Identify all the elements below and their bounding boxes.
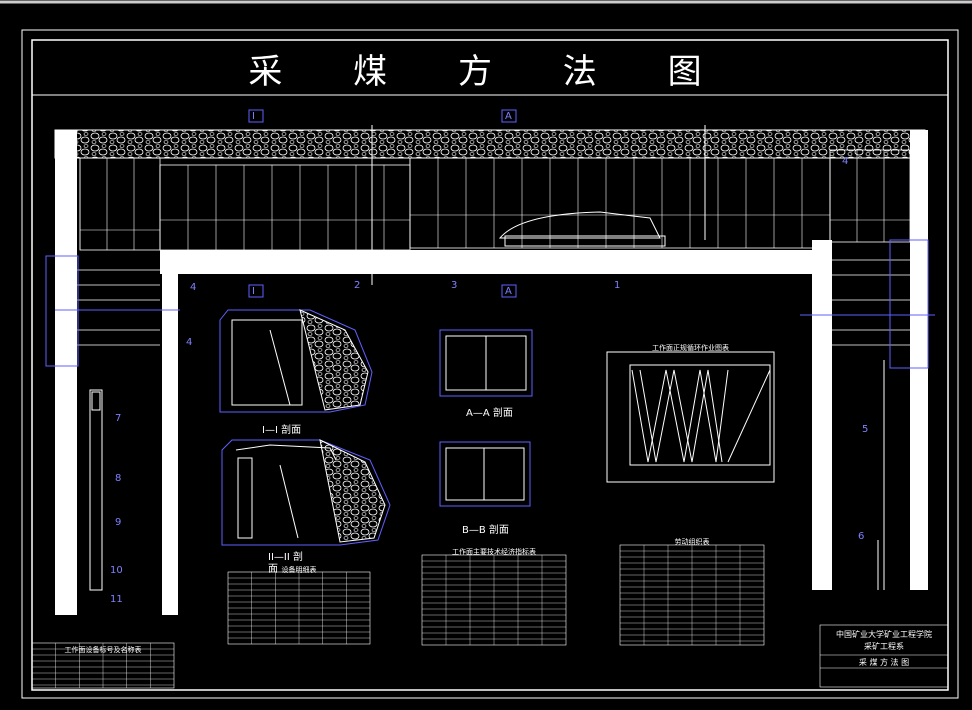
left-roadway-wall [55, 130, 77, 615]
callout-11: 11 [110, 594, 123, 605]
section-1-label: I—I 剖面 [262, 425, 302, 436]
support-grid [79, 149, 911, 251]
mark-1b: I [252, 286, 255, 297]
callout-4c: 4 [842, 156, 849, 167]
callout-5: 5 [862, 424, 869, 435]
title-block-dept: 采矿工程系 [864, 642, 904, 651]
mark-a: A [505, 111, 512, 122]
outer-frame [21, 29, 959, 699]
title-block-school: 中国矿业大学矿业工程学院 [836, 630, 932, 639]
section-2 [221, 439, 391, 546]
title-block-drawing: 采 煤 方 法 图 [858, 658, 910, 667]
section-bb-label: B—B 剖面 [462, 525, 509, 536]
callout-3: 3 [451, 280, 458, 291]
roof-rock [54, 129, 926, 159]
callout-4a: 4 [190, 282, 197, 293]
equipment-legend-title: 工作面设备标号及名称表 [64, 646, 142, 654]
drawing-title: 采 煤 方 法 图 [248, 51, 732, 92]
mark-1: I [252, 111, 255, 122]
right-roadway-wall [910, 130, 928, 590]
callout-2: 2 [354, 280, 361, 291]
section-2-label: II—II 剖 [268, 552, 303, 563]
section-aa-label: A—A 剖面 [466, 408, 513, 419]
callout-8: 8 [115, 473, 122, 484]
callout-9: 9 [115, 517, 122, 528]
mark-ab: A [505, 286, 512, 297]
section-2-label-cont: 面 [268, 564, 278, 575]
inner-frame [31, 39, 949, 691]
right-roadway-inner [812, 240, 832, 590]
section-1 [219, 309, 373, 413]
callout-10: 10 [110, 565, 123, 576]
callout-6: 6 [858, 531, 865, 542]
cycle-chart-title: 工作面正规循环作业图表 [652, 344, 729, 352]
tech-econ-table-title: 工作面主要技术经济指标表 [452, 548, 536, 556]
cycle-chart [606, 351, 775, 483]
callout-4b: 4 [186, 337, 193, 348]
haulage-roadway [160, 250, 832, 274]
callout-7: 7 [115, 413, 122, 424]
labor-table-title: 劳动组织表 [674, 538, 710, 546]
left-roadway-inner [162, 255, 178, 615]
callout-1: 1 [614, 280, 621, 291]
equipment-table-title: 设备明细表 [281, 566, 317, 574]
